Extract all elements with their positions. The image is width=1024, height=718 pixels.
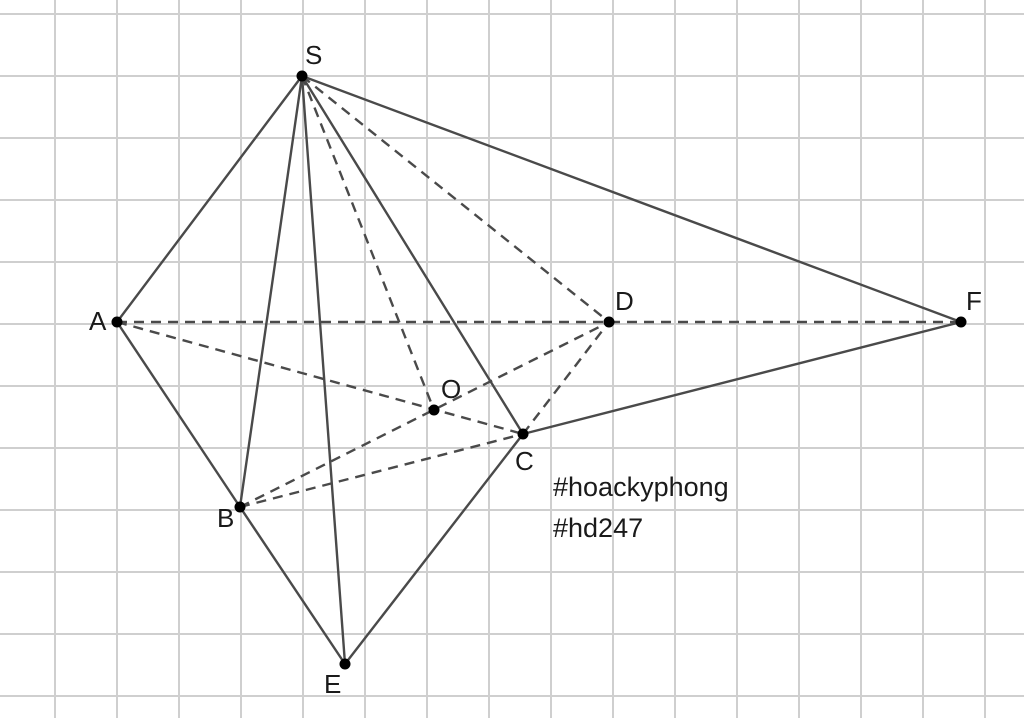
- dashed-edge-so: [300, 75, 436, 411]
- point-b: [234, 501, 246, 513]
- label-f: F: [966, 286, 982, 316]
- edge-be: [238, 505, 347, 666]
- label-o: O: [441, 374, 461, 404]
- edge-sc: [300, 74, 525, 436]
- label-e: E: [324, 669, 341, 699]
- label-s: S: [305, 40, 322, 70]
- dashed-edge-bc: [239, 432, 524, 509]
- edge-cf: [521, 320, 963, 436]
- visible-edges: [115, 74, 963, 666]
- hidden-edges: [116, 75, 961, 509]
- label-d: D: [615, 286, 634, 316]
- point-f: [955, 316, 967, 328]
- edge-ab: [115, 320, 242, 509]
- point-e: [339, 658, 351, 670]
- dashed-edge-cd: [522, 321, 610, 435]
- point-labels: S A B C D E F O: [89, 40, 982, 699]
- point-d: [603, 316, 615, 328]
- dashed-edge-bd: [239, 320, 610, 509]
- label-c: C: [515, 446, 534, 476]
- edge-sf: [300, 74, 963, 324]
- edge-se: [300, 74, 347, 666]
- point-o: [428, 404, 440, 416]
- dashed-edge-ac: [116, 320, 524, 436]
- label-b: B: [217, 503, 234, 533]
- hashtag-hd247: #hd247: [553, 513, 643, 543]
- vertices: [111, 70, 967, 670]
- dashed-edge-sd: [301, 75, 610, 323]
- point-a: [111, 316, 123, 328]
- label-a: A: [89, 306, 107, 336]
- edge-sa: [115, 74, 304, 324]
- edge-sb: [238, 74, 304, 509]
- point-s: [296, 70, 308, 82]
- point-c: [517, 428, 529, 440]
- edge-ec: [343, 432, 525, 666]
- hashtag-hoackyphong: #hoackyphong: [553, 472, 729, 502]
